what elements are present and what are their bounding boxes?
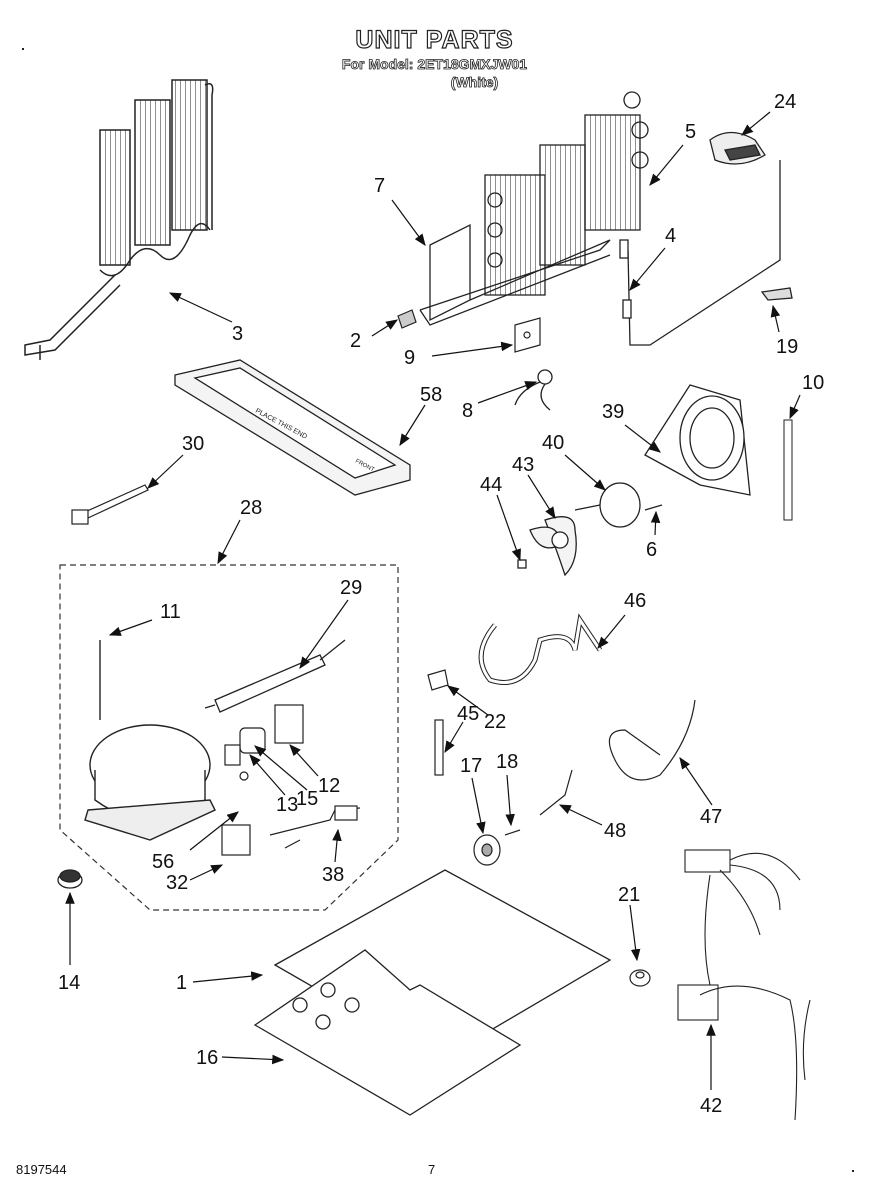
scan-dot [22,48,24,50]
callout-label: 29 [340,577,362,599]
callout-label: 8 [462,400,473,422]
sensor-wire [619,160,793,346]
screw-and-bracket [397,309,541,353]
callout-label: 44 [480,474,502,496]
drain-tray: PLACE THIS END FRONT [174,359,411,496]
page-number: 7 [428,1162,436,1177]
callout-label: 56 [152,851,174,873]
callout-label: 28 [240,497,262,519]
callout-label: 30 [182,433,204,455]
callout-label: 24 [774,91,796,113]
callout-label: 1 [176,972,187,994]
callout-label: 10 [802,372,824,394]
callout-label: 22 [484,711,506,733]
callout-label: 4 [665,225,676,247]
nut [629,969,651,987]
callout-label: 3 [232,323,243,345]
fan-shroud [644,384,751,496]
callout-label: 16 [196,1047,218,1069]
callout-label: 17 [460,755,482,777]
callout-label: 48 [604,820,626,842]
cover-part [709,131,766,165]
cable-tie [71,484,149,525]
capacitor-and-harness [221,771,361,856]
callout-label: 9 [404,347,415,369]
gasket-strip [783,419,793,521]
callout-label: 13 [276,794,298,816]
callout-label: 45 [457,703,479,725]
drier [204,639,346,713]
callout-label: 32 [166,872,188,894]
small-hardware [427,669,696,866]
callout-label: 21 [618,884,640,906]
callout-label: 2 [350,330,361,352]
color-line: (White) [450,74,499,91]
callout-label: 38 [322,864,344,886]
compressor [84,640,216,841]
callout-label: 6 [646,539,657,561]
callout-label: 19 [776,336,798,358]
callout-label: 46 [624,590,646,612]
callout-label: 39 [602,401,624,423]
document-number: 8197544 [16,1162,67,1177]
callout-label: 7 [374,175,385,197]
condenser-coil [24,79,214,360]
callout-label: 12 [318,775,340,797]
callout-label: 14 [58,972,80,994]
page-title: UNIT PARTS [355,25,514,54]
grommet [57,869,83,889]
compressor-group-outline [59,564,399,911]
start-relay-parts [224,704,304,766]
drain-tube [478,613,603,685]
fan-motor-assembly [517,482,663,577]
callout-numbers: 3 7 5 24 4 2 9 19 58 8 39 10 30 40 43 44… [58,91,824,1117]
callout-label: 15 [296,788,318,810]
callout-label: 18 [496,751,518,773]
callout-label: 47 [700,806,722,828]
thermistor [514,369,553,411]
callout-label: 58 [420,384,442,406]
model-line: For Model: 2ET18GMXJW01 [341,56,528,73]
callout-label: 42 [700,1095,722,1117]
callout-label: 5 [685,121,696,143]
wire-harness [677,849,811,1121]
base-pan [253,869,612,1116]
callout-leaders [65,111,801,1090]
scan-dot [852,1170,854,1172]
callout-label: 11 [160,601,181,623]
callout-label: 40 [542,432,564,454]
callout-label: 43 [512,454,534,476]
evaporator-assembly [419,91,649,326]
